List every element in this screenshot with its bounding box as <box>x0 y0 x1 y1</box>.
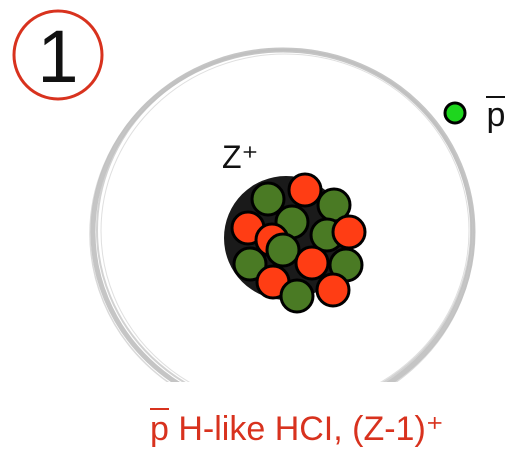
caption-group: p H-like HCI, (Z-1)⁺ <box>150 408 444 448</box>
orbit-mask <box>0 382 509 454</box>
step-circle <box>12 9 104 101</box>
nucleus-icon <box>224 172 367 314</box>
caption: p H-like HCI, (Z-1)⁺ <box>150 410 444 448</box>
step-number: 1 <box>37 15 78 98</box>
step-badge: 1 <box>12 9 104 101</box>
antiproton-label: p <box>487 96 506 134</box>
antiproton-dot-icon <box>443 101 467 125</box>
nucleus-label: Z⁺ <box>222 139 258 175</box>
antiproton-label-group: p <box>486 96 505 134</box>
